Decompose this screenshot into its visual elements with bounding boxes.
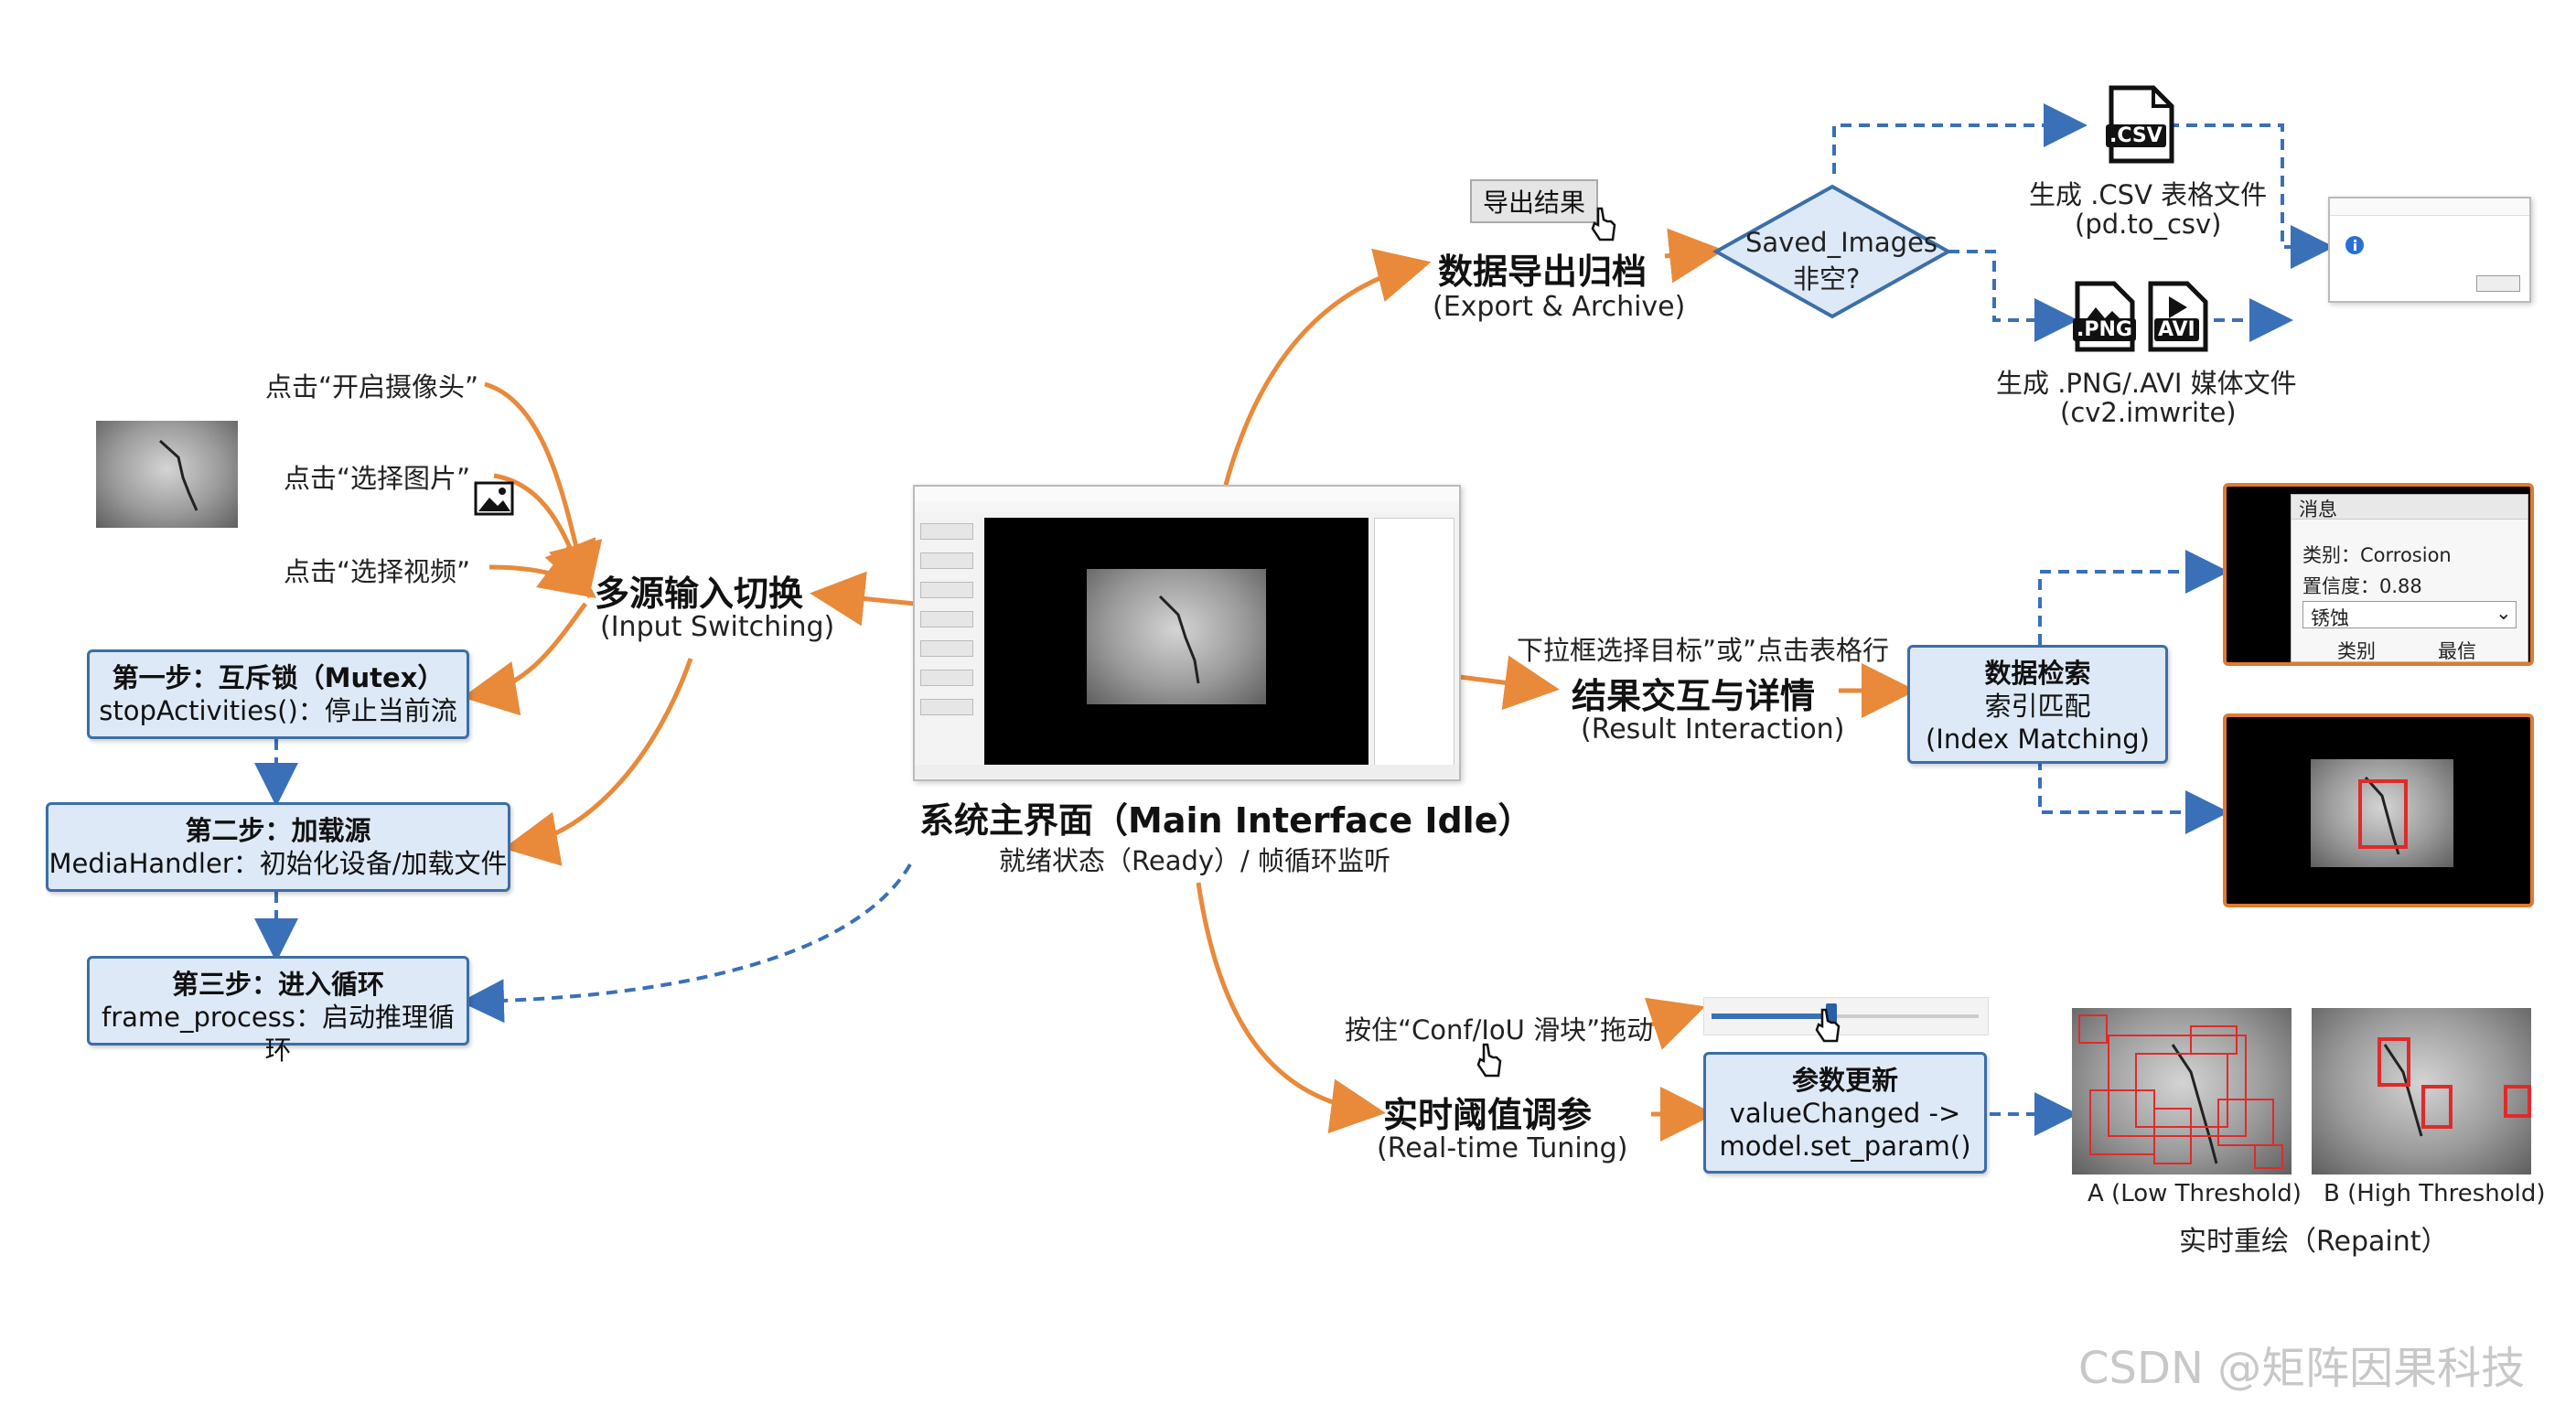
index-box-title: 数据检索 [1984, 658, 2091, 689]
crack-with-box [2358, 776, 2408, 855]
caption-high-threshold: B (High Threshold) [2324, 1180, 2546, 1207]
window-video-area [984, 518, 1368, 765]
window-titlebar [915, 487, 1459, 502]
hand-cursor-icon [1476, 1043, 1502, 1078]
index-box-line3: (Index Matching) [1925, 724, 2150, 755]
target-select-dropdown[interactable]: 锈蚀 ⌄ [2302, 601, 2517, 629]
param-update-box: 参数更新 valueChanged -> model.set_param() [1703, 1052, 1987, 1174]
step2-title: 第二步：加载源 [185, 815, 371, 846]
step2-body: MediaHandler：初始化设备/加载文件 [48, 848, 508, 879]
input-switching-subtitle: (Input Switching) [600, 611, 835, 643]
result-interaction-subtitle: (Result Interaction) [1581, 713, 1845, 745]
window-info-panel [1374, 518, 1454, 767]
hand-cursor-icon [1591, 207, 1616, 241]
hand-cursor-icon [1815, 1008, 1841, 1043]
step2-load-box: 第二步：加载源 MediaHandler：初始化设备/加载文件 [46, 802, 510, 892]
crack-line-icon [1158, 595, 1200, 684]
message-window: 消息 类别：Corrosion 置信度：0.88 锈蚀 ⌄ 类别 最信 [2291, 494, 2528, 662]
result-interaction-title: 结果交互与详情 [1572, 676, 1816, 716]
highlight-preview-image [2311, 759, 2453, 867]
trigger-select-video[interactable]: 点击“选择视频” [284, 556, 471, 587]
main-interface-window [913, 485, 1461, 781]
trigger-select-image[interactable]: 点击“选择图片” [284, 463, 471, 494]
window-side-button[interactable] [920, 582, 973, 598]
many-detection-boxes [2078, 1014, 2283, 1169]
decision-diamond [1712, 184, 1952, 319]
export-results-button[interactable]: 导出结果 [1470, 179, 1599, 223]
window-side-button[interactable] [920, 670, 973, 686]
dropdown-value: 锈蚀 [2311, 607, 2349, 629]
crack-line-icon [158, 439, 199, 511]
step3-loop-box: 第三步：进入循环 frame_process：启动推理循环 [87, 956, 469, 1066]
avi-badge: AVI [2154, 318, 2199, 341]
caption-low-threshold: A (Low Threshold) [2088, 1180, 2302, 1207]
few-detection-boxes [2377, 1037, 2531, 1137]
message-class-text: 类别：Corrosion [2302, 544, 2452, 566]
step3-body: frame_process：启动推理循环 [102, 1002, 455, 1066]
message-detail-panel: 消息 类别：Corrosion 置信度：0.88 锈蚀 ⌄ 类别 最信 [2223, 483, 2534, 666]
param-box-line2: valueChanged -> [1729, 1098, 1961, 1129]
video-frame-image [1087, 569, 1266, 704]
save-success-dialog [2328, 197, 2531, 303]
message-title: 消息 [2299, 499, 2337, 520]
highlight-preview-panel [2223, 713, 2534, 907]
media-label-line1: 生成 .PNG/.AVI 媒体文件 [1996, 368, 2297, 399]
export-archive-title: 数据导出归档 [1438, 252, 1648, 292]
watermark-text: CSDN @矩阵因果科技 [2078, 1343, 2526, 1394]
conf-iou-slider[interactable] [1703, 997, 1989, 1035]
main-interface-title: 系统主界面（Main Interface Idle） [919, 800, 1533, 841]
csv-badge: .CSV [2106, 124, 2166, 147]
window-side-button[interactable] [920, 699, 973, 715]
decision-line2: 非空? [1793, 263, 1861, 295]
window-side-button[interactable] [920, 523, 973, 540]
result-trigger-text: 下拉框选择目标”或”点击表格行 [1517, 635, 1890, 666]
param-box-line3: model.set_param() [1719, 1131, 1971, 1162]
table-header-class[interactable]: 类别 [2337, 640, 2376, 662]
index-matching-box: 数据检索 索引匹配 (Index Matching) [1907, 645, 2168, 764]
info-icon [2345, 236, 2364, 254]
tuning-title: 实时阈值调参 [1383, 1095, 1593, 1135]
step3-title: 第三步：进入循环 [171, 969, 384, 1000]
main-interface-subtitle: 就绪状态（Ready）/ 帧循环监听 [999, 845, 1391, 876]
high-threshold-result [2312, 1008, 2531, 1174]
step1-title: 第一步：互斥锁（Mutex） [112, 662, 445, 693]
png-file-icon [2075, 281, 2135, 352]
window-statusbar [915, 765, 1459, 778]
csv-label-line1: 生成 .CSV 表格文件 [2029, 179, 2268, 210]
message-confidence-text: 置信度：0.88 [2302, 575, 2422, 597]
step1-body: stopActivities()：停止当前流 [99, 695, 457, 726]
chevron-down-icon: ⌄ [2496, 602, 2512, 624]
tuning-trigger-text: 按住“Conf/IoU 滑块”拖动 [1345, 1014, 1654, 1046]
csv-label-line2: (pd.to_csv) [2075, 209, 2222, 240]
window-side-button[interactable] [920, 552, 973, 569]
input-image-thumbnail [96, 421, 238, 528]
window-side-button[interactable] [920, 640, 973, 657]
low-threshold-result [2072, 1008, 2292, 1174]
tuning-subtitle: (Real-time Tuning) [1377, 1132, 1628, 1164]
image-icon [474, 481, 514, 516]
step1-mutex-box: 第一步：互斥锁（Mutex） stopActivities()：停止当前流 [87, 649, 469, 739]
dialog-titlebar [2330, 198, 2529, 216]
avi-file-icon [2148, 281, 2208, 352]
window-button-column [920, 523, 975, 743]
window-menubar [915, 501, 1459, 512]
window-side-button[interactable] [920, 611, 973, 627]
png-badge: .PNG [2073, 318, 2136, 341]
export-archive-subtitle: (Export & Archive) [1433, 291, 1686, 323]
dialog-ok-button[interactable] [2476, 275, 2520, 292]
input-switching-title: 多源输入切换 [595, 574, 804, 614]
slider-fill [1712, 1014, 1832, 1019]
index-box-line2: 索引匹配 [1984, 691, 2091, 722]
repaint-label: 实时重绘（Repaint） [2179, 1226, 2449, 1258]
table-header-conf[interactable]: 最信 [2438, 640, 2476, 662]
slider-track [1712, 1014, 1979, 1018]
decision-line1: Saved_Images [1745, 227, 1938, 258]
message-titlebar [2292, 495, 2528, 520]
trigger-open-camera[interactable]: 点击“开启摄像头” [265, 371, 479, 402]
media-label-line2: (cv2.imwrite) [2060, 397, 2237, 428]
param-box-title: 参数更新 [1791, 1065, 1898, 1096]
